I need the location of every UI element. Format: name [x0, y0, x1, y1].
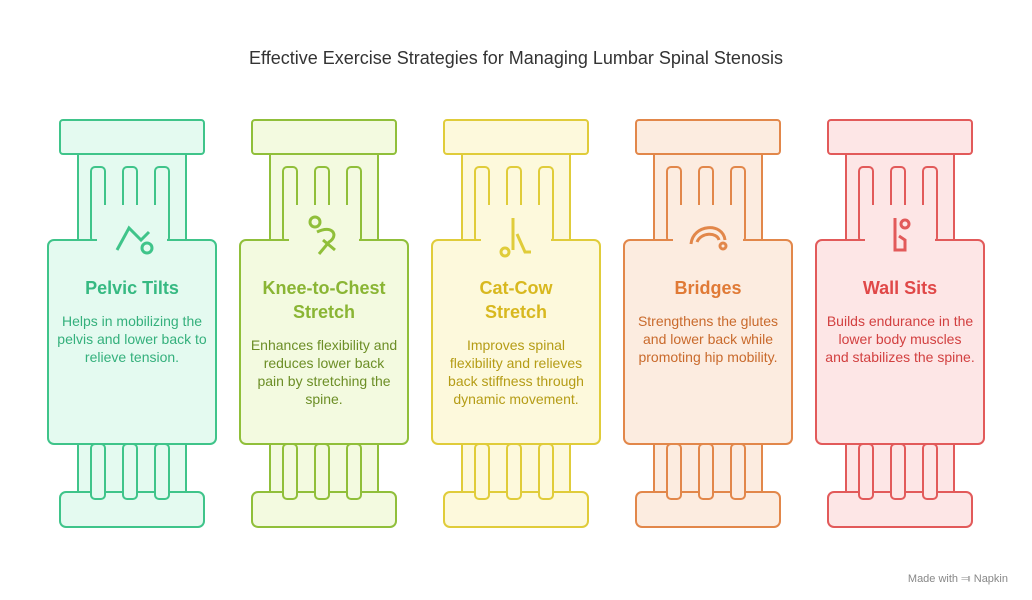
pillar-5: Wall Sits Builds endurance in the lower …	[815, 119, 985, 529]
pillar-3: Cat-Cow Stretch Improves spinal flexibil…	[431, 119, 601, 529]
pillar-frame	[623, 119, 793, 528]
knee-to-chest-icon	[308, 215, 336, 255]
pillar-name: Knee-to-Chest Stretch	[262, 278, 386, 322]
pillar-card: Pelvic Tilts Helps in mobilizing the pel…	[47, 240, 217, 444]
napkin-logo-icon: ⫥	[961, 573, 971, 585]
pillar-name: Bridges	[674, 278, 742, 298]
pillar-description: Helps in mobilizing the pelvis and lower…	[57, 313, 207, 365]
pillar-frame	[47, 119, 217, 528]
made-with-label: Made with	[907, 573, 959, 585]
pillar-description: Improves spinal flexibility and relieves…	[448, 337, 584, 407]
wall-sit-icon	[893, 218, 911, 252]
footer-credit: Made with ⫥ Napkin	[908, 573, 1008, 586]
pelvic-tilt-icon	[115, 225, 154, 255]
brand-label: Napkin	[973, 573, 1008, 585]
pillar-description: Enhances flexibility and reduces lower b…	[250, 337, 398, 407]
pillar-card: Wall Sits Builds endurance in the lower …	[815, 240, 985, 444]
pillar-card: Knee-to-Chest Stretch Enhances flexibili…	[239, 240, 409, 444]
pillar-card: Bridges Strengthens the glutes and lower…	[623, 240, 793, 444]
pillar-description: Strengthens the glutes and lower back wh…	[637, 313, 779, 365]
pillar-name: Wall Sits	[862, 278, 938, 298]
pillar-1: Pelvic Tilts Helps in mobilizing the pel…	[47, 119, 217, 529]
bridge-icon	[689, 226, 728, 251]
pillar-4: Bridges Strengthens the glutes and lower…	[623, 119, 793, 529]
pillar-2: Knee-to-Chest Stretch Enhances flexibili…	[239, 119, 409, 529]
pillar-description: Builds endurance in the lower body muscl…	[825, 313, 975, 365]
page-title: Effective Exercise Strategies for Managi…	[249, 48, 783, 68]
pillar-frame	[239, 119, 409, 528]
pillar-name: Cat-Cow Stretch	[479, 278, 553, 322]
pillar-card: Cat-Cow Stretch Improves spinal flexibil…	[431, 240, 601, 444]
pillar-name: Pelvic Tilts	[85, 278, 179, 298]
cat-cow-icon	[499, 218, 531, 258]
